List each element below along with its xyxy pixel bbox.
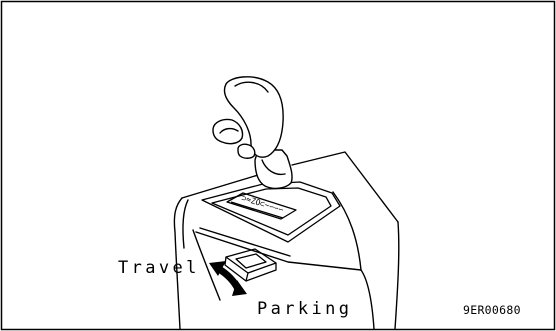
shift-gate bbox=[202, 182, 340, 242]
travel-label: Travel bbox=[118, 258, 200, 278]
figure-id: 9ER00680 bbox=[463, 303, 521, 317]
travel-parking-arrow bbox=[209, 261, 247, 296]
shift-lever bbox=[213, 77, 292, 189]
parking-label: Parking bbox=[257, 299, 352, 319]
